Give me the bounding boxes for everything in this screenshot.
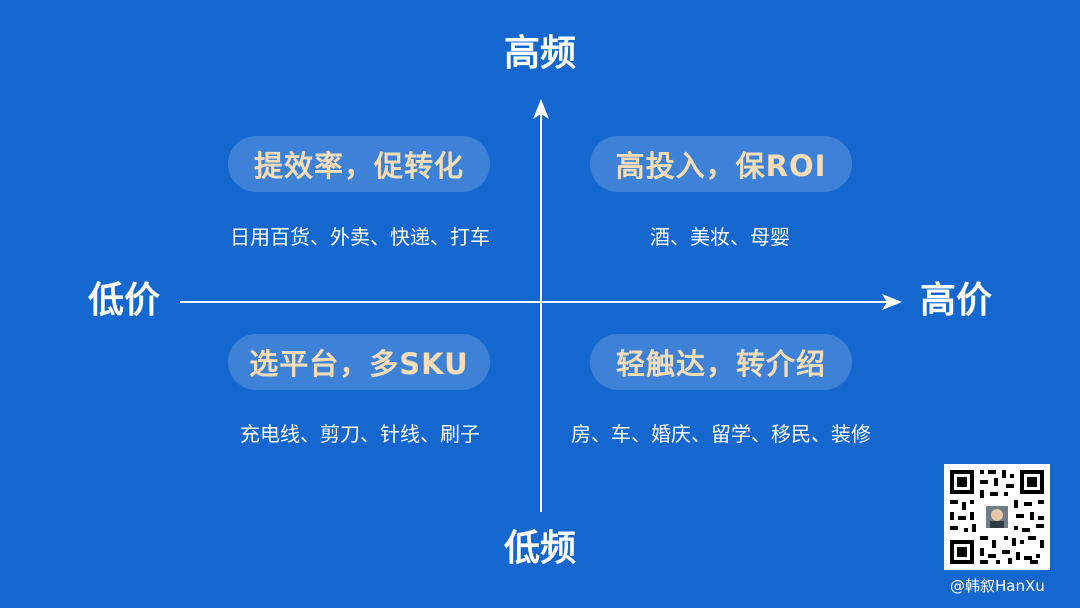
qr-code-icon [944,464,1050,570]
axis-label-high-frequency: 高频 [504,33,577,74]
quadrant-examples-top-right: 酒、美妆、母婴 [650,225,790,249]
axis-label-low-price: 低价 [88,280,161,321]
quadrant-examples-bottom-left: 充电线、剪刀、针线、刷子 [240,422,480,446]
quadrant-strategy-top-right: 高投入，保ROI [590,136,852,192]
author-handle: @韩叙HanXu [950,577,1045,595]
quadrant-strategy-bottom-left: 选平台，多SKU [228,334,490,390]
quadrant-strategy-top-left: 提效率，促转化 [228,136,490,192]
quadrant-strategy-bottom-right: 轻触达，转介绍 [590,334,852,390]
axis-label-low-frequency: 低频 [504,528,577,569]
quadrant-examples-bottom-right: 房、车、婚庆、留学、移民、装修 [571,422,871,446]
axis-label-high-price: 高价 [920,280,993,321]
quadrant-examples-top-left: 日用百货、外卖、快递、打车 [230,225,490,249]
